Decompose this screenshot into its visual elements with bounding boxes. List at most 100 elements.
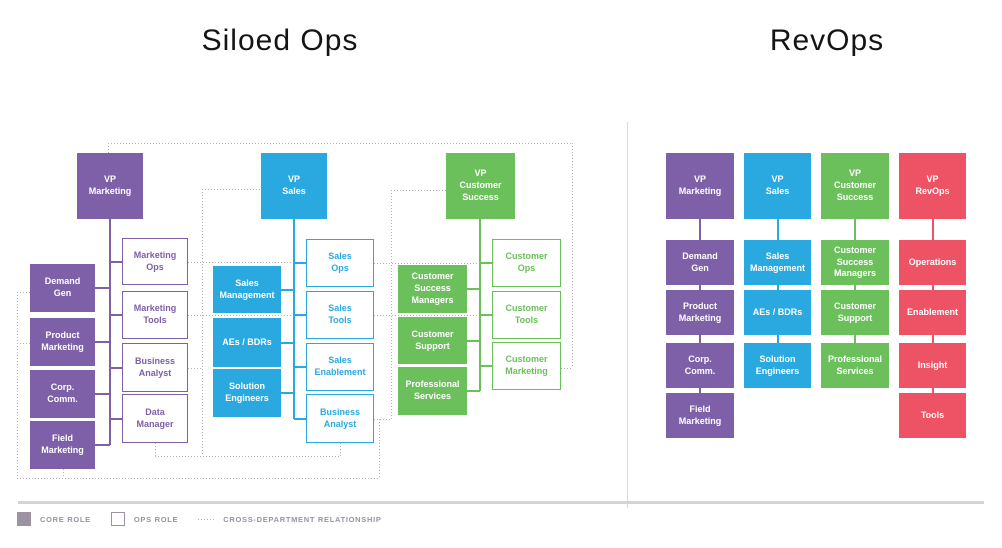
node-marketing-ops: Marketing Ops (122, 238, 188, 285)
node-enablement: Enablement (899, 290, 966, 335)
connector-line (281, 341, 294, 344)
dotted-relationship-line (561, 368, 572, 369)
connector-line (95, 393, 110, 395)
connector-line (95, 341, 110, 343)
connector-line (95, 287, 110, 289)
node-vp-marketing: VP Marketing (77, 153, 143, 219)
node-field-marketing: Field Marketing (30, 421, 95, 469)
connector-line (854, 219, 856, 240)
connector-line (854, 335, 856, 343)
dotted-relationship-line (63, 469, 64, 478)
node-vp-customer-success: VP Customer Success (821, 153, 889, 219)
node-vp-revops: VP RevOps (899, 153, 966, 219)
dotted-relationship-line (17, 292, 18, 478)
node-operations: Operations (899, 240, 966, 285)
node-vp-sales: VP Sales (744, 153, 811, 219)
node-corp-comm: Corp. Comm. (30, 370, 95, 418)
node-customer-support: Customer Support (398, 317, 467, 364)
node-solution-engineers: Solution Engineers (213, 369, 281, 417)
node-corp-comm: Corp. Comm. (666, 343, 734, 388)
connector-line (294, 314, 306, 316)
connector-line (95, 444, 110, 446)
connector-line (294, 366, 306, 368)
node-sales-management: Sales Management (213, 266, 281, 313)
connector-line (699, 335, 701, 343)
dotted-relationship-line (188, 315, 306, 316)
connector-line (281, 288, 294, 291)
node-professional-services: Professional Services (398, 367, 467, 415)
node-product-marketing: Product Marketing (30, 318, 95, 366)
revops-title: RevOps (769, 24, 885, 57)
dotted-relationship-line (374, 315, 492, 316)
dotted-relationship-line (188, 368, 202, 369)
node-tools: Tools (899, 393, 966, 438)
node-vp-sales: VP Sales (261, 153, 327, 219)
dotted-relationship-line (374, 419, 391, 420)
connector-line (110, 314, 122, 316)
node-demand-gen: Demand Gen (30, 264, 95, 312)
connector-line (110, 260, 122, 263)
dotted-relationship-line (188, 262, 306, 263)
core-role-swatch (17, 512, 31, 526)
dotted-relationship-line (379, 419, 380, 478)
node-customer-success-managers: Customer Success Managers (821, 240, 889, 285)
node-customer-ops: Customer Ops (492, 239, 561, 287)
connector-line (931, 388, 934, 393)
node-demand-gen: Demand Gen (666, 240, 734, 285)
connector-line (480, 262, 492, 264)
dotted-relationship-line (155, 443, 156, 456)
node-vp-customer-success: VP Customer Success (446, 153, 515, 219)
node-customer-support: Customer Support (821, 290, 889, 335)
dotted-relationship-line (17, 292, 30, 293)
node-aes-bdrs: AEs / BDRs (744, 290, 811, 335)
dotted-relationship-line (202, 189, 203, 456)
connector-line (109, 219, 111, 445)
dotted-relationship-line (155, 456, 340, 457)
dotted-relationship-line (108, 143, 572, 144)
connector-line (480, 365, 492, 367)
node-sales-ops: Sales Ops (306, 239, 374, 287)
node-marketing-tools: Marketing Tools (122, 291, 188, 339)
connector-line (467, 339, 480, 342)
connector-line (467, 390, 480, 392)
node-aes-bdrs: AEs / BDRs (213, 318, 281, 367)
connector-line (110, 366, 122, 369)
siloed-ops-title: Siloed Ops (201, 24, 359, 57)
connector-line (110, 417, 122, 420)
connector-line (699, 388, 701, 393)
dotted-relationship-line (391, 190, 446, 191)
cross-department-label: CROSS-DEPARTMENT RELATIONSHIP (223, 514, 382, 524)
dotted-relationship-line (17, 478, 379, 479)
node-sales-management: Sales Management (744, 240, 811, 285)
connector-line (776, 219, 779, 240)
connector-line (931, 285, 934, 290)
core-role-label: CORE ROLE (40, 514, 91, 524)
dotted-relationship-line (202, 189, 261, 190)
dotted-relationship-line (17, 343, 30, 344)
dotted-relationship-line (340, 443, 341, 456)
connector-line (281, 392, 294, 394)
node-data-manager: Data Manager (122, 394, 188, 443)
ops-role-swatch (110, 512, 125, 526)
connector-line (699, 219, 701, 240)
node-customer-success-managers: Customer Success Managers (398, 265, 467, 313)
dotted-relationship-line (108, 143, 109, 153)
connector-line (294, 417, 306, 420)
connector-line (776, 285, 779, 290)
section-divider-line (627, 122, 628, 508)
connector-line (931, 335, 934, 343)
node-field-marketing: Field Marketing (666, 393, 734, 438)
connector-line (467, 288, 480, 290)
connector-line (293, 219, 295, 419)
node-insight: Insight (899, 343, 966, 388)
connector-line (854, 285, 856, 290)
legend: CORE ROLE OPS ROLE CROSS-DEPARTMENT RELA… (17, 512, 382, 526)
dotted-relationship-line (572, 143, 573, 368)
connector-line (479, 219, 481, 391)
node-solution-engineers: Solution Engineers (744, 343, 811, 388)
connector-line (294, 262, 306, 264)
connector-line (699, 285, 701, 290)
node-business-analyst: Business Analyst (306, 394, 374, 443)
connector-line (931, 219, 934, 240)
